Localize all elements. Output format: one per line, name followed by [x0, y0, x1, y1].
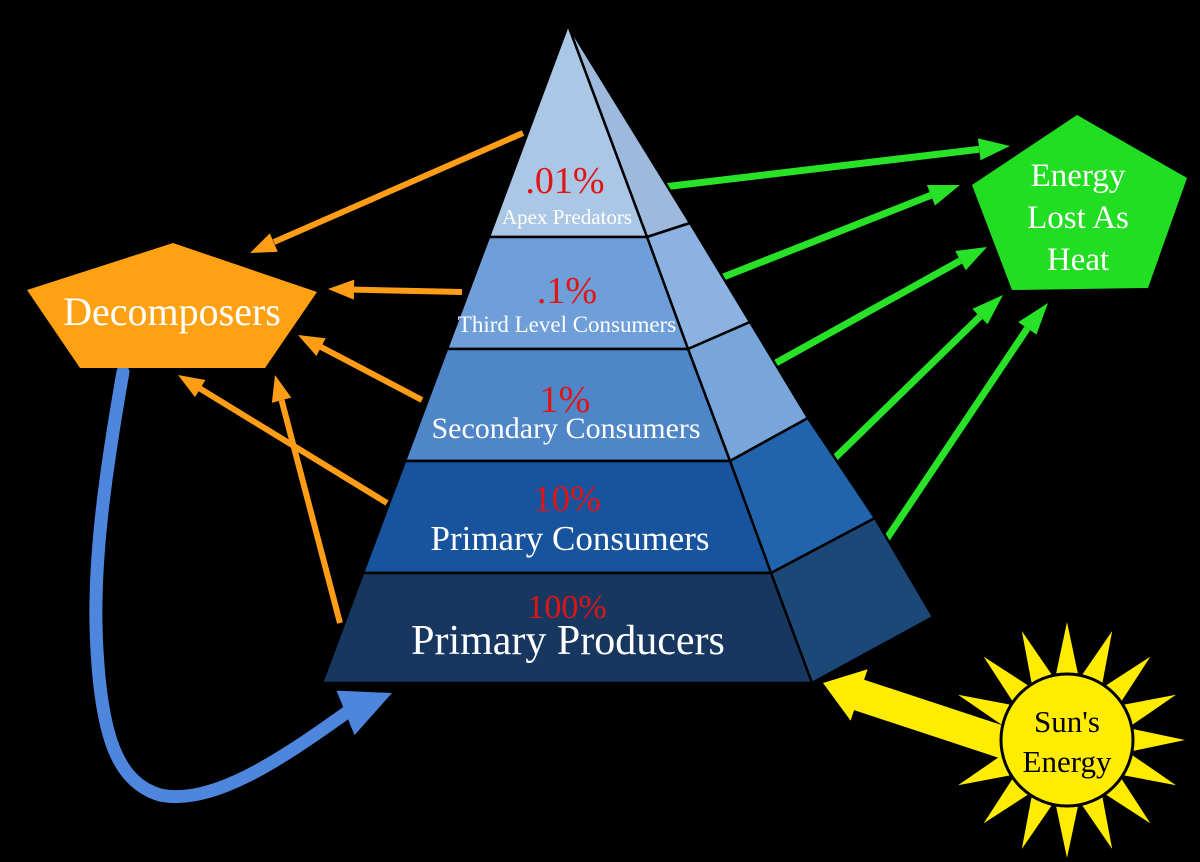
energy-lost-line-2: Lost As — [1027, 200, 1129, 236]
sun-disc — [999, 672, 1135, 808]
orange-arrow-primary-consumers-head — [178, 375, 206, 398]
percent-secondary: 1% — [540, 379, 591, 421]
label-third: Third Level Consumers — [458, 312, 677, 337]
orange-arrow-secondary-head — [298, 335, 326, 356]
pyramid-labels: .01% Apex Predators .1% Third Level Cons… — [411, 160, 725, 664]
green-arrow-producers-head — [1018, 303, 1048, 335]
green-arrows — [654, 138, 1048, 600]
green-arrow-secondary-head — [955, 247, 987, 271]
percent-primary-consumers: 10% — [533, 479, 601, 520]
label-secondary: Secondary Consumers — [431, 412, 700, 445]
green-arrow-third-head — [926, 185, 960, 206]
decomposers-pentagon — [27, 243, 317, 368]
pyramid — [320, 23, 935, 685]
orange-arrows — [178, 130, 525, 624]
orange-arrow-third-head — [328, 279, 355, 300]
label-primary-consumers: Primary Consumers — [430, 519, 709, 558]
green-arrow-primary-consumers-head — [972, 295, 1003, 325]
orange-arrow-secondary-line — [319, 344, 424, 403]
orange-arrow-apex-line — [272, 130, 525, 245]
energy-lost-pentagon — [972, 115, 1187, 290]
label-apex: Apex Predators — [502, 205, 632, 229]
green-arrow-apex-line — [654, 145, 980, 192]
sun-label-line-1: Sun's — [1034, 704, 1100, 739]
green-arrow-apex-head — [977, 138, 1010, 161]
green-arrow-third-line — [696, 192, 933, 291]
sun-label-line-2: Energy — [1023, 744, 1112, 779]
green-arrow-secondary-line — [743, 257, 963, 384]
label-producers: Primary Producers — [411, 618, 725, 664]
energy-lost-line-3: Heat — [1047, 242, 1109, 278]
energy-lost-line-1: Energy — [1031, 158, 1126, 194]
orange-arrow-producers-line — [278, 399, 343, 624]
percent-third: .1% — [537, 270, 597, 312]
decomposers-node: Decomposers — [27, 243, 317, 368]
orange-arrow-producers-head — [271, 375, 292, 403]
front-face-primary-producers — [320, 571, 814, 685]
blue-arrow-curve — [89, 365, 353, 803]
energy-lost-node: Energy Lost As Heat — [972, 115, 1187, 290]
decomposers-label: Decomposers — [63, 289, 281, 334]
blue-arrow-head — [336, 690, 392, 736]
blue-arrow — [89, 365, 392, 803]
sun-node: Sun's Energy — [949, 622, 1185, 858]
percent-apex: .01% — [525, 160, 604, 202]
orange-arrow-apex-head — [250, 233, 278, 253]
percent-producers: 100% — [527, 589, 606, 626]
orange-arrow-third-line — [353, 286, 463, 295]
